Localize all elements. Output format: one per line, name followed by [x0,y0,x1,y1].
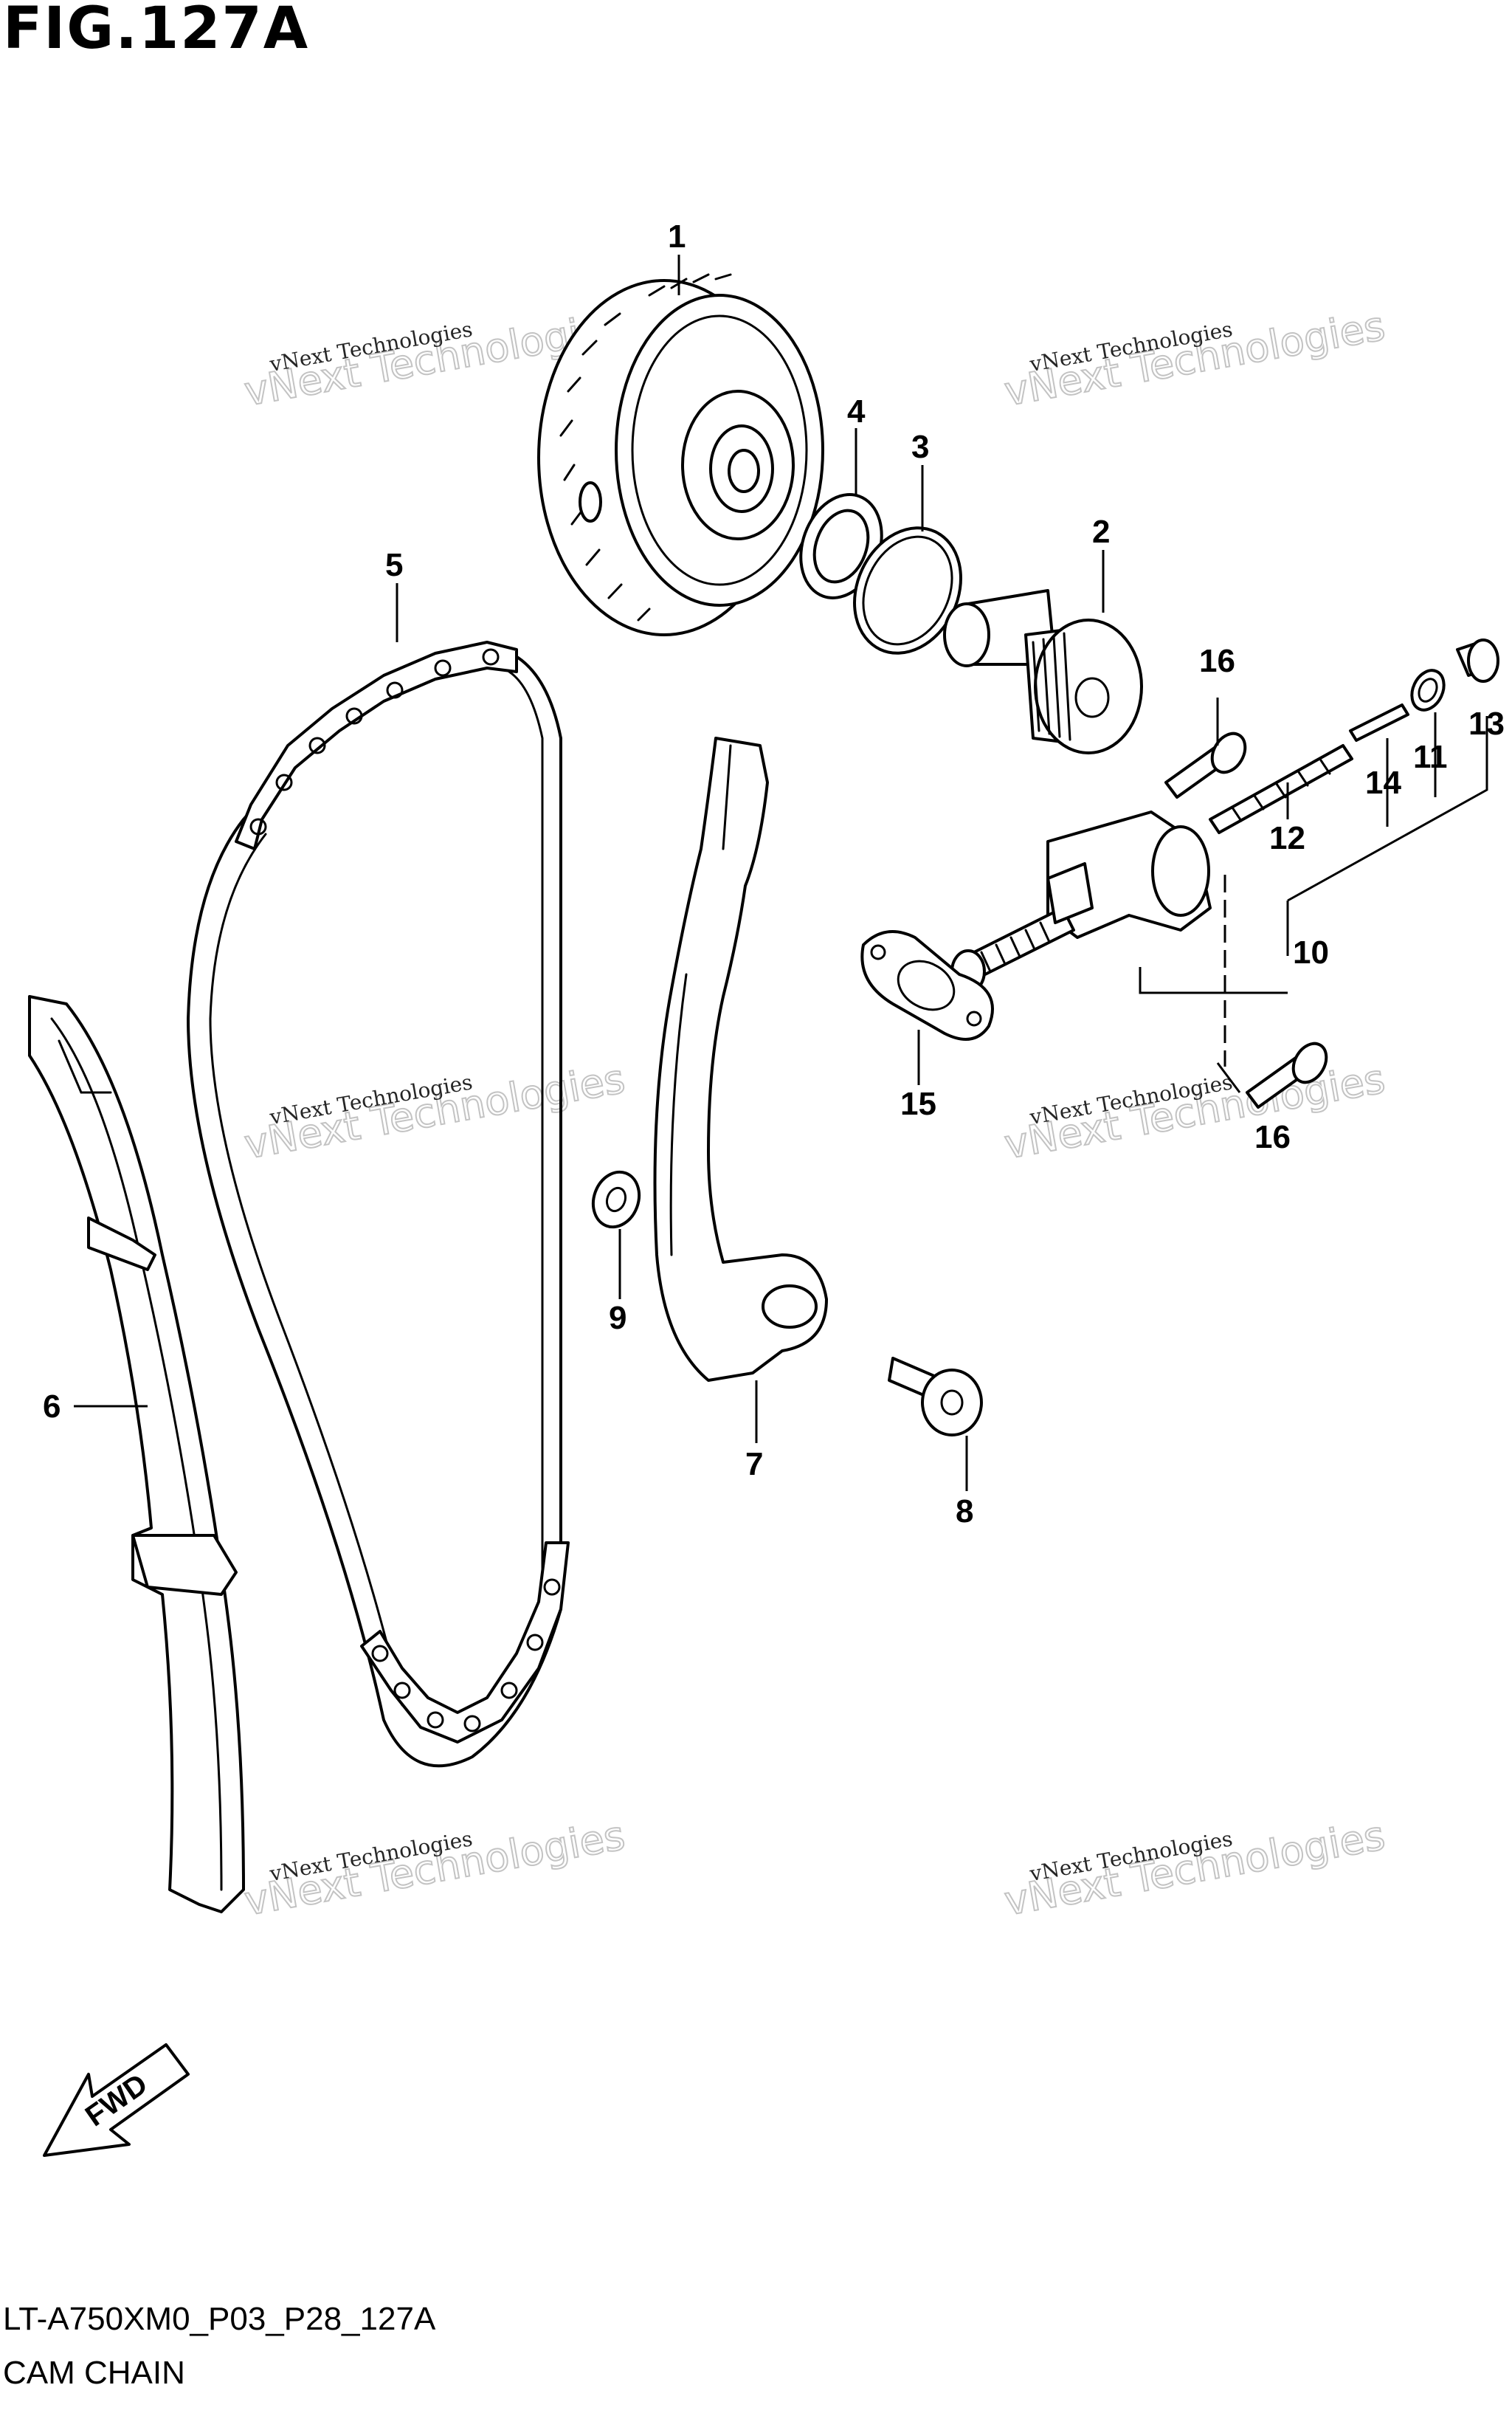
callout-2: 2 [1092,514,1110,550]
part-10-tensioner-assembly [950,811,1212,994]
callout-14: 14 [1365,765,1401,801]
callout-16-upper: 16 [1199,643,1235,679]
callout-10: 10 [1293,935,1329,971]
chain-links-top [235,641,518,850]
watermark-mid-right: vNext Technologies vNext Technologies [1001,1055,1390,1169]
callout-4: 4 [847,393,866,430]
callout-12: 12 [1269,820,1305,856]
callout-15: 15 [900,1086,936,1122]
callout-5: 5 [385,547,403,583]
callout-3: 3 [911,429,929,465]
figure-caption: CAM CHAIN [3,2355,185,2391]
part-6-chain-guide [28,995,245,1913]
figure-title: FIG.127A [3,0,310,62]
callout-11: 11 [1413,739,1448,775]
part-7-chain-guide [653,737,828,1382]
part-16-bolt-lower [1246,1042,1328,1109]
part-2-idler-shaft [943,589,1143,754]
watermark-bottom-right: vNext Technologies vNext Technologies [1001,1811,1390,1926]
part-9-washer [591,1170,641,1229]
callout-7: 7 [745,1446,763,1482]
part-3-o-ring [853,526,962,655]
part-1-idler-sprocket [537,273,824,636]
chain-links-bottom [360,1541,570,1744]
callout-8: 8 [956,1493,973,1529]
part-12-spring [1209,744,1353,834]
part-16-bolt-upper [1164,732,1247,799]
callout-16-lower: 16 [1254,1119,1291,1155]
watermark-mid-left: vNext Technologies vNext Technologies [241,1055,629,1169]
callout-13: 13 [1468,706,1505,742]
part-5-cam-chain [187,641,570,1768]
figure-code: LT-A750XM0_P03_P28_127A [3,2301,436,2337]
watermark-bottom-left: vNext Technologies vNext Technologies [241,1811,629,1926]
callout-labels: 1 2 3 4 5 6 7 8 9 10 11 12 13 14 15 16 1… [43,218,1505,1529]
callout-1: 1 [668,218,686,255]
leader-lines [74,255,1488,1491]
watermark-top-right: vNext Technologies vNext Technologies [1001,302,1390,416]
part-8-guide-bolt [888,1357,983,1436]
part-11-washer [1410,669,1446,712]
part-15-gasket [860,930,994,1041]
part-14-pin [1349,703,1409,742]
callout-6: 6 [43,1388,61,1425]
forward-direction-arrow: FWD [43,2043,190,2157]
part-13-cap-bolt [1456,639,1499,683]
callout-9: 9 [609,1300,626,1336]
